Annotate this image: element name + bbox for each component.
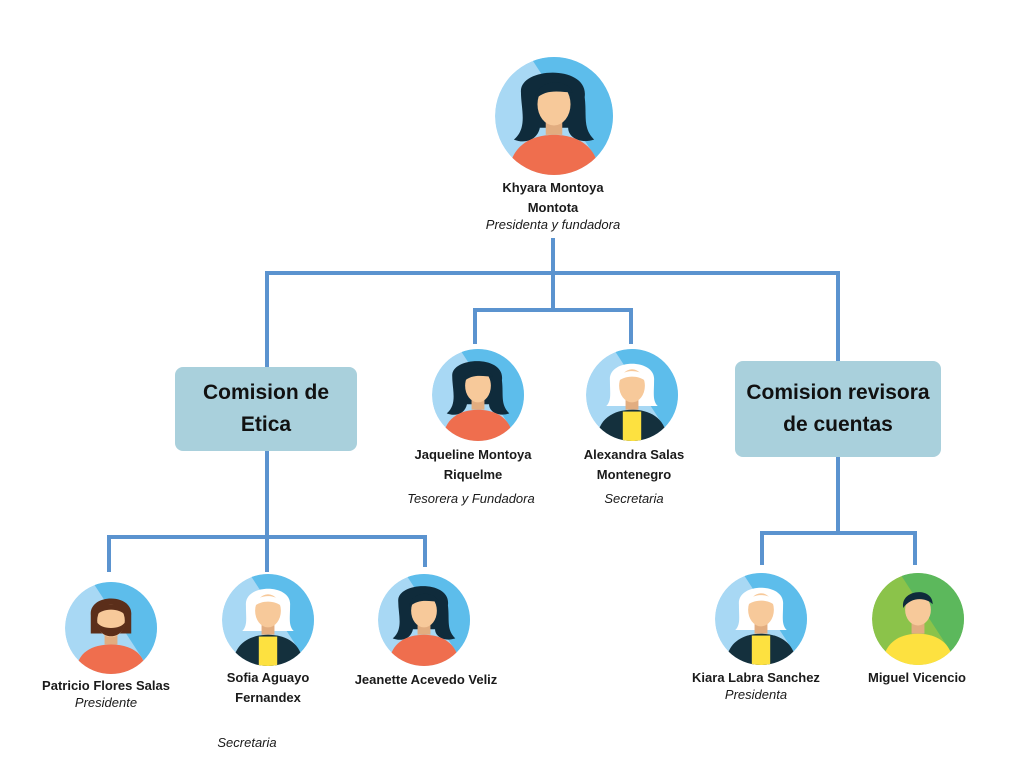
committee-etica-box: Comision de Etica — [175, 367, 357, 451]
woman-white-hair-avatar-icon — [222, 574, 314, 666]
etica-member-name-line1: Patricio Flores Salas — [42, 678, 170, 693]
president-name-line1: Khyara Montoya — [502, 180, 604, 195]
board-member-role: Tesorera y Fundadora — [407, 491, 535, 506]
etica-member-name-line1: Sofia Aguayo — [226, 670, 310, 685]
board-member-name-line1: Jaqueline Montoya — [414, 447, 532, 462]
committee-revisora-box: Comision revisora de cuentas — [735, 361, 941, 457]
revisora-member-role: Presidenta — [724, 687, 788, 702]
board-member-name-line2: Montenegro — [596, 467, 672, 482]
man-beard-avatar-icon — [65, 582, 157, 674]
board-member-role: Secretaria — [604, 491, 664, 506]
revisora-member-name-line1: Miguel Vicencio — [867, 670, 966, 685]
committee-revisora-line2: de cuentas — [783, 413, 893, 436]
etica-member-avatar — [222, 574, 314, 666]
committee-revisora-line1: Comision revisora — [746, 381, 930, 404]
woman-white-hair-avatar-icon — [586, 349, 678, 441]
president-avatar — [495, 57, 613, 175]
etica-member-name-line2: Fernandex — [235, 690, 301, 705]
man-short-hair-avatar-icon — [872, 573, 964, 665]
board-member-name-line1: Alexandra Salas — [583, 447, 685, 462]
woman-dark-hair-avatar-icon — [378, 574, 470, 666]
etica-member-avatar — [65, 582, 157, 674]
president-name-line2: Montota — [527, 200, 579, 215]
woman-dark-hair-avatar-icon — [495, 57, 613, 175]
revisora-member-name-line1: Kiara Labra Sanchez — [692, 670, 820, 685]
woman-white-hair-avatar-icon — [715, 573, 807, 665]
board-member-name-line2: Riquelme — [443, 467, 503, 482]
president-role: Presidenta y fundadora — [485, 217, 621, 232]
etica-member-avatar — [378, 574, 470, 666]
board-member-avatar — [586, 349, 678, 441]
board-member-avatar — [432, 349, 524, 441]
etica-member-role: Secretaria — [217, 735, 277, 750]
revisora-member-avatar — [715, 573, 807, 665]
revisora-member-avatar — [872, 573, 964, 665]
etica-member-role: Presidente — [74, 695, 138, 710]
committee-etica-line1: Comision de — [202, 381, 329, 404]
etica-member-name-line1: Jeanette Acevedo Veliz — [354, 672, 498, 687]
committee-etica-line2: Etica — [240, 413, 292, 436]
woman-dark-hair-avatar-icon — [432, 349, 524, 441]
